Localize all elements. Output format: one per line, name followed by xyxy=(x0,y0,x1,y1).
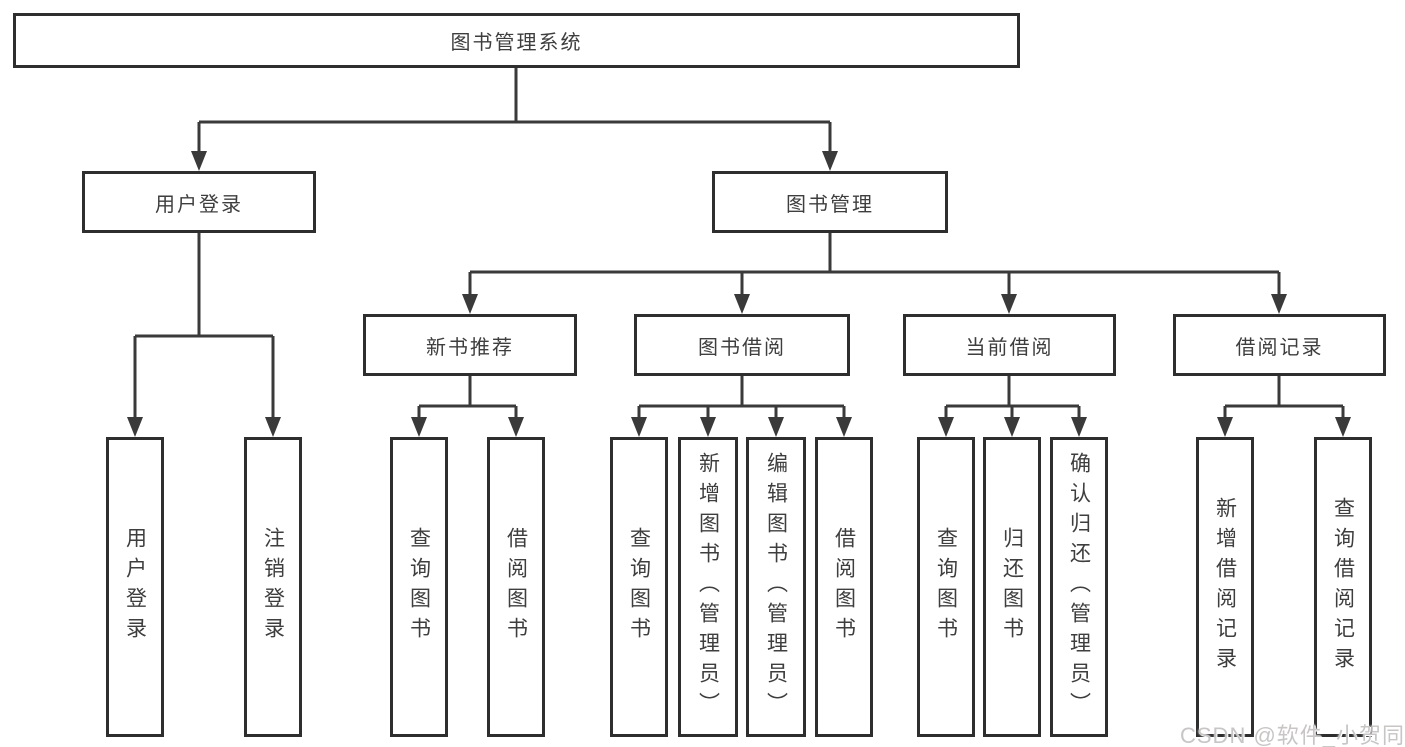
node-new-book-recommend-label: 新书推荐 xyxy=(426,336,514,359)
node-recommend-borrow-books: 借阅图书 xyxy=(487,437,545,737)
node-book-management: 图书管理 xyxy=(712,171,948,233)
csdn-watermark: CSDN @软件_小贺同学 xyxy=(1180,723,1405,747)
node-new-book-recommend: 新书推荐 xyxy=(363,314,577,376)
node-current-return-books-label: 归还图书 xyxy=(1000,527,1024,647)
node-recommend-borrow-books-label: 借阅图书 xyxy=(504,527,528,647)
node-current-query-books: 查询图书 xyxy=(917,437,975,737)
node-borrowing-edit-books-admin: 编辑图书（管理员） xyxy=(746,437,806,737)
node-current-query-books-label: 查询图书 xyxy=(934,527,958,647)
node-borrowing-query-books: 查询图书 xyxy=(610,437,668,737)
node-leaf-user-login-label: 用户登录 xyxy=(123,527,147,647)
node-user-login-label: 用户登录 xyxy=(155,193,243,216)
node-records-query-record: 查询借阅记录 xyxy=(1314,437,1372,737)
node-borrowing-borrow-books: 借阅图书 xyxy=(815,437,873,737)
node-borrowing-add-books-admin: 新增图书（管理员） xyxy=(678,437,738,737)
connector-current-borrowing-branch xyxy=(938,376,1087,437)
connector-book-management-branch xyxy=(462,233,1287,314)
node-user-login: 用户登录 xyxy=(82,171,316,233)
node-borrowing-add-books-admin-label: 新增图书（管理员） xyxy=(696,452,720,722)
node-borrowing-borrow-books-label: 借阅图书 xyxy=(832,527,856,647)
node-leaf-user-login: 用户登录 xyxy=(106,437,164,737)
connector-new-book-recommend-branch xyxy=(411,376,524,437)
node-borrowing-edit-books-admin-label: 编辑图书（管理员） xyxy=(764,452,788,722)
node-current-confirm-return-admin: 确认归还（管理员） xyxy=(1050,437,1108,737)
node-recommend-query-books-label: 查询图书 xyxy=(407,527,431,647)
connector-borrowing-records-branch xyxy=(1217,376,1351,437)
node-current-borrowing-label: 当前借阅 xyxy=(965,336,1054,359)
node-leaf-logout: 注销登录 xyxy=(244,437,302,737)
node-leaf-logout-label: 注销登录 xyxy=(261,527,285,647)
node-current-confirm-return-admin-label: 确认归还（管理员） xyxy=(1067,452,1091,722)
node-book-borrowing-label: 图书借阅 xyxy=(698,336,786,359)
node-borrowing-records-label: 借阅记录 xyxy=(1235,336,1324,359)
node-book-borrowing: 图书借阅 xyxy=(634,314,850,376)
node-book-management-label: 图书管理 xyxy=(786,193,874,216)
node-current-return-books: 归还图书 xyxy=(983,437,1041,737)
node-records-add-record: 新增借阅记录 xyxy=(1196,437,1254,737)
connector-user-login-branch xyxy=(127,233,281,437)
node-borrowing-records: 借阅记录 xyxy=(1173,314,1386,376)
node-recommend-query-books: 查询图书 xyxy=(390,437,448,737)
node-current-borrowing: 当前借阅 xyxy=(903,314,1116,376)
node-root-label: 图书管理系统 xyxy=(450,32,583,54)
node-borrowing-query-books-label: 查询图书 xyxy=(627,527,651,647)
connector-root-branch xyxy=(191,68,838,171)
node-records-add-record-label: 新增借阅记录 xyxy=(1213,497,1237,677)
connector-book-borrowing-branch xyxy=(631,376,852,437)
node-records-query-record-label: 查询借阅记录 xyxy=(1331,497,1355,677)
node-root: 图书管理系统 xyxy=(13,13,1020,68)
